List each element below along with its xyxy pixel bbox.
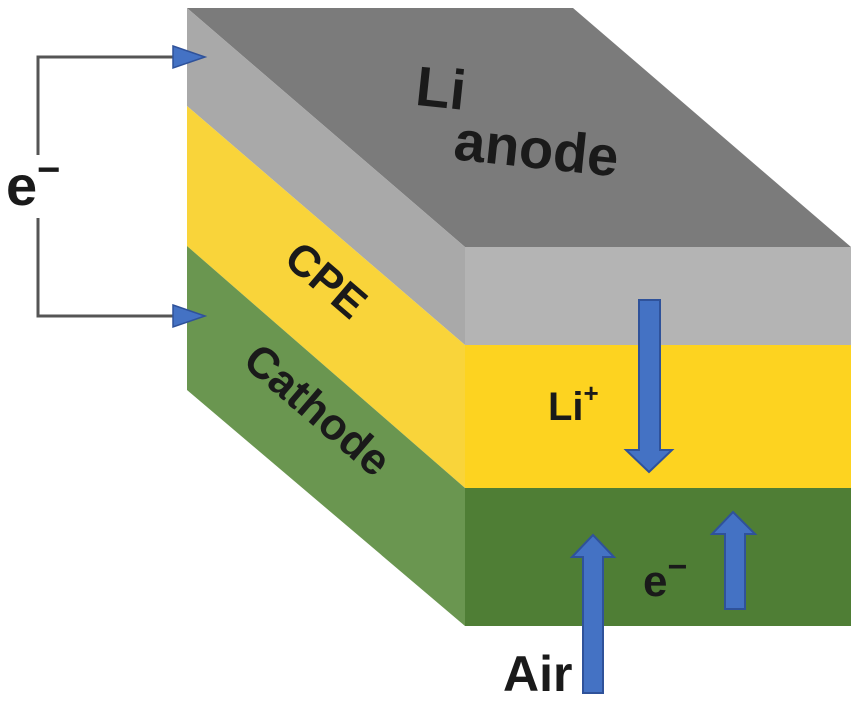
external-circuit-wire-lower: [36, 218, 186, 318]
air-flow-arrow: [569, 533, 617, 694]
ion-flow-arrow: [623, 299, 675, 474]
wire-arrowhead-bottom: [172, 303, 208, 329]
cathode-electron-arrow: [709, 510, 758, 610]
air-label: Air: [503, 646, 572, 702]
wire-arrowhead-top: [172, 44, 208, 70]
external-electron-label: e−: [6, 148, 61, 217]
cpe-side-face: [187, 106, 465, 488]
anode-side-face: [187, 8, 465, 345]
anode-top-face: [187, 8, 851, 247]
cathode-electron-label: e−: [643, 548, 687, 606]
cathode-side-face: [187, 246, 465, 626]
ion-label: Li+: [548, 378, 599, 429]
anode-label-li: Li: [413, 54, 469, 122]
external-circuit-wire: [36, 55, 186, 155]
cathode-front-face: [465, 488, 851, 626]
